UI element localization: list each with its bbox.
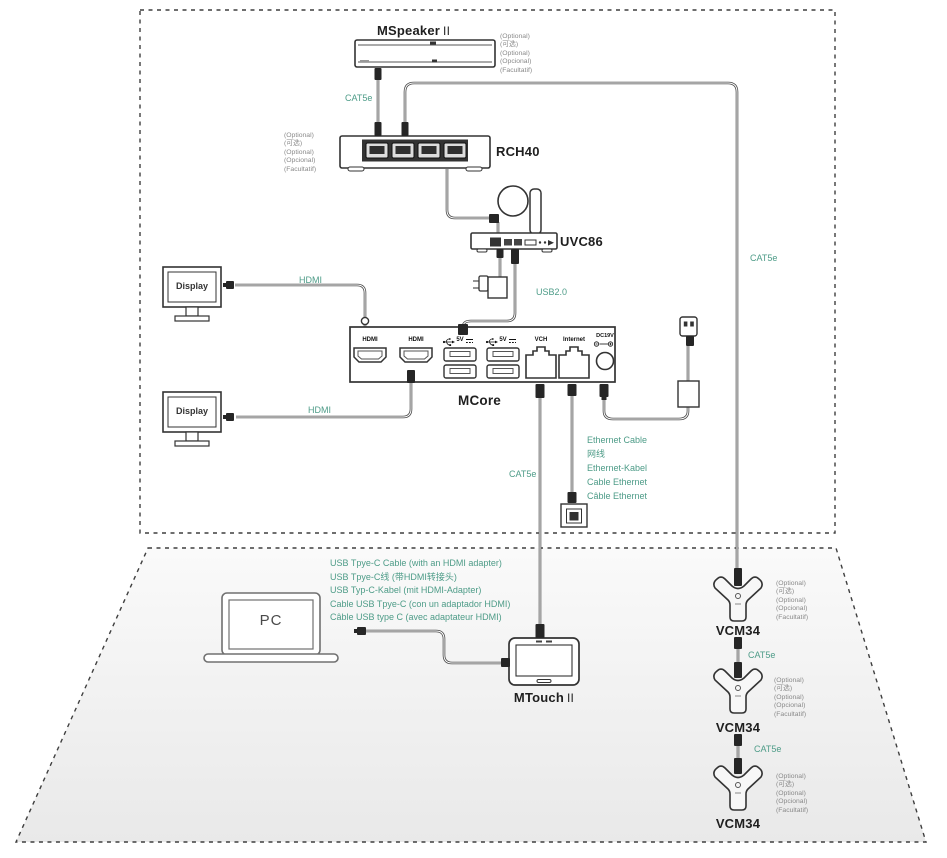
dc-polarity-icon [593,341,614,347]
vcm34-2-device [713,668,763,714]
cable-connectors [223,68,742,774]
cables [235,78,740,759]
uvc86-title: UVC86 [560,234,603,249]
cat5e-label-vcm2-3: CAT5e [754,744,782,754]
usb20-label: USB2.0 [536,287,568,297]
vcm34-3-device [713,765,763,811]
mcore-power-adapter [677,316,700,408]
mcore-port-dc-label: DC19V [596,333,614,339]
hdmi-label-display1: HDMI [299,275,322,285]
vcm34-1-title: VCM34 [715,623,761,638]
cat5e-label-vcm-trunk: CAT5e [750,253,778,263]
usb-type-c-note: USB Tpye-C Cable (with an HDMI adapter)U… [330,558,511,623]
optional-note-vcm1: (Optional)(可选)(Optional)(Opcional)(Facul… [776,580,809,621]
display-2-label: Display [175,406,208,416]
pc-device [203,592,339,663]
ethernet-wall-jack [560,503,588,528]
equipment-boundary [139,9,836,534]
uvc86-device [470,185,558,253]
cat5e-label-vcm1-2: CAT5e [748,650,776,660]
mcore-port-hdmi1-label: HDMI [362,337,378,343]
display-2-device [162,391,222,447]
vcm34-1-device [713,576,763,622]
mcore-title: MCore [458,393,502,408]
mcore-port-usb2-label: 5V [499,337,507,343]
mcore-port-hdmi2-label: HDMI [408,337,424,343]
mcore-device [349,326,616,383]
mcore-port-internet-label: Internet [562,337,585,343]
optional-note-rch40: (Optional)(可选)(Optional)(Opcional)(Facul… [284,132,317,173]
optional-note-mspeaker: (Optional)(可选)(Optional)(Opcional)(Facul… [500,33,533,74]
vcm34-3-title: VCM34 [715,816,761,831]
optional-note-vcm3: (Optional)(可选)(Optional)(Opcional)(Facul… [776,773,809,814]
cat5e-label-mspeaker: CAT5e [345,93,373,103]
display-1-label: Display [175,281,208,291]
dc-symbol-icon [466,339,516,343]
rch40-device [339,135,491,172]
optional-note-vcm2: (Optional)(可选)(Optional)(Opcional)(Facul… [774,677,807,718]
mtouch-device [508,637,580,686]
hdmi-label-display2: HDMI [308,405,331,415]
rch40-title: RCH40 [496,144,540,159]
mspeaker-device [354,39,496,68]
vcm34-2-title: VCM34 [715,720,761,735]
mcore-port-vch-label: VCH [534,337,548,343]
cat5e-label-vch: CAT5e [509,469,537,479]
pc-label: PC [259,612,283,629]
display-1-device [162,266,222,322]
uvc86-power-adapter [473,275,508,299]
usb-icon [442,338,498,346]
mcore-port-usb1-label: 5V [456,337,464,343]
